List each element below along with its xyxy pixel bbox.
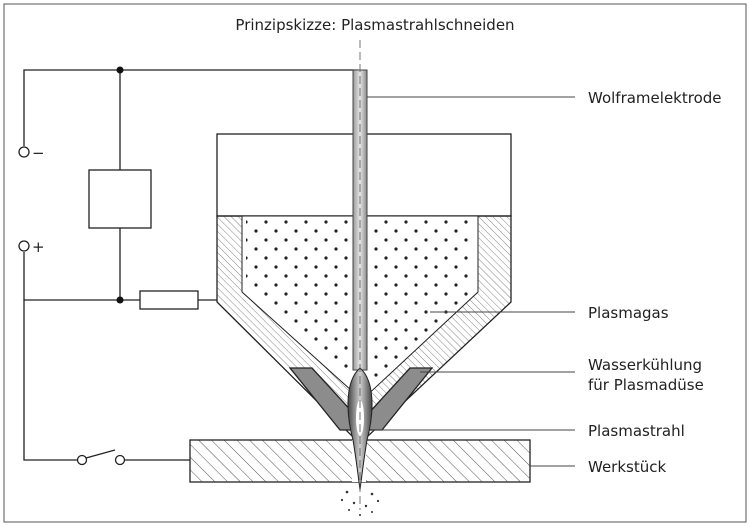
title: Prinzipskizze: Plasmastrahlschneiden [235, 16, 514, 34]
wire-top [23, 69, 358, 146]
wire-bottom [23, 300, 78, 461]
sparks [340, 490, 380, 516]
wire-middle [23, 252, 140, 301]
outer-frame [3, 3, 747, 523]
circuit [23, 69, 358, 461]
label-workpiece: Werkstück [588, 458, 666, 476]
switch-lever [85, 449, 116, 459]
terminal-negative-label: − [32, 144, 45, 162]
power-supply-box [88, 169, 152, 229]
terminal-positive [18, 240, 30, 252]
junction-middle [116, 296, 124, 304]
switch-contact-right [114, 454, 126, 466]
resistor [139, 290, 199, 310]
switch [76, 449, 126, 466]
terminal-positive-label: + [32, 238, 45, 256]
switch-contact-left [76, 454, 88, 466]
label-plasma-gas: Plasmagas [588, 304, 669, 322]
terminal-negative [18, 146, 30, 158]
label-electrode: Wolframelektrode [588, 89, 722, 107]
label-plasma-jet: Plasmastrahl [588, 422, 685, 440]
junction-top [116, 66, 124, 74]
label-cooling-line1: Wasserkühlung [588, 356, 702, 374]
label-cooling-line2: für Plasmadüse [588, 376, 704, 394]
leader-lines [367, 96, 575, 467]
